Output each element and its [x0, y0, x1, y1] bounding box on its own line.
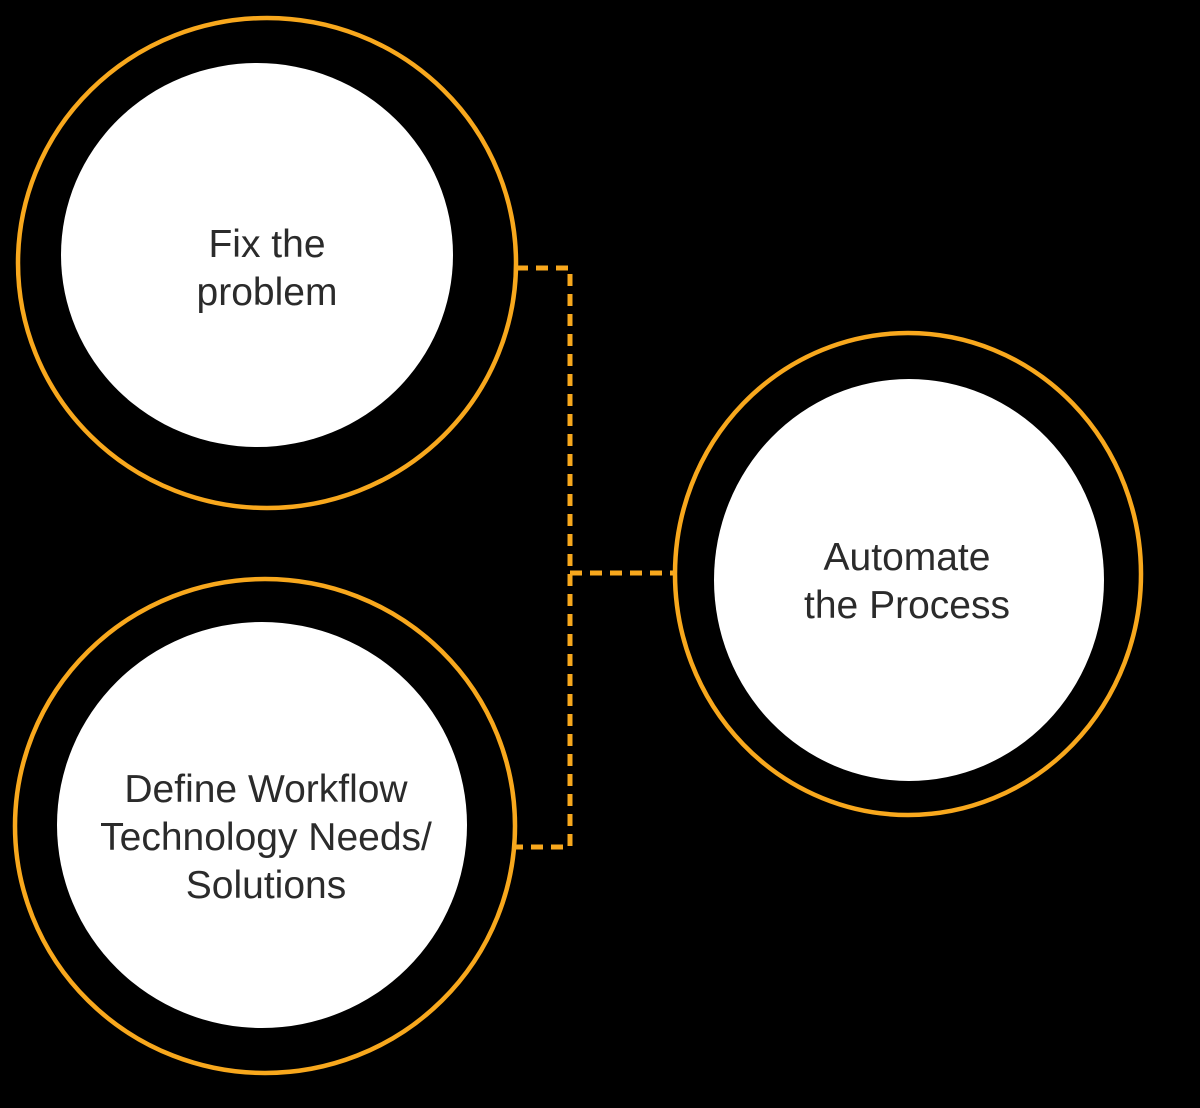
- label-line: the Process: [804, 584, 1010, 627]
- ring-automate-the-process: [672, 330, 1144, 818]
- ring-fix-the-problem: [15, 15, 519, 511]
- label-line: Define Workflow: [124, 768, 408, 811]
- label-define-workflow: Define Workflow Technology Needs/ Soluti…: [100, 766, 432, 910]
- label-line: Technology Needs/: [100, 816, 432, 859]
- label-automate-the-process: Automate the Process: [804, 534, 1010, 630]
- ring-define-workflow: [12, 576, 518, 1076]
- disc-fix-the-problem: [61, 63, 453, 447]
- disc-automate-the-process: [714, 379, 1104, 781]
- label-line: problem: [196, 271, 338, 314]
- label-line: Solutions: [185, 864, 347, 907]
- label-fix-the-problem: Fix the problem: [197, 221, 338, 317]
- disc-define-workflow: [57, 622, 467, 1028]
- connector-trunk: [515, 265, 573, 850]
- label-line: Fix the: [208, 223, 326, 266]
- label-line: Automate: [823, 536, 991, 579]
